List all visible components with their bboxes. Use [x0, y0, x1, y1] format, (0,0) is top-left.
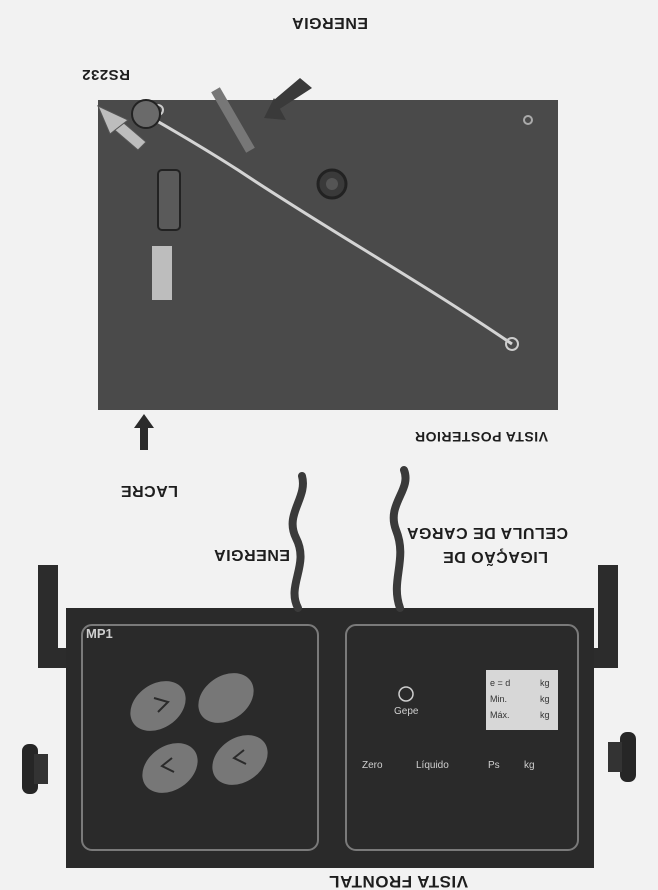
- arrow-energia-rear: [264, 78, 312, 120]
- logo-icon: [398, 686, 414, 702]
- load-cell-cable: [389, 466, 410, 612]
- logo-text: Gepe: [394, 706, 419, 717]
- label-rs232: RS232: [82, 66, 130, 83]
- left-knob-stem: [608, 742, 622, 772]
- indicator-ps: Ps: [488, 760, 500, 771]
- key-bottom-left: [198, 673, 254, 723]
- key-bottom-right: [130, 681, 186, 731]
- key-arrow-1: [232, 749, 247, 765]
- display-row-3: Máx.: [490, 710, 510, 720]
- energia-stripe: [211, 87, 255, 153]
- label-lacre: LACRE: [120, 482, 178, 499]
- indicator-kg: kg: [524, 760, 535, 771]
- key-arrow-2: [160, 757, 175, 773]
- seal-wire: [137, 108, 513, 346]
- screw-bottom-left: [523, 115, 533, 125]
- sticker-label: [152, 246, 172, 300]
- indicator-liquido: Líquido: [416, 760, 449, 771]
- label-vista-posterior: VISTA POSTERIOR: [414, 429, 548, 445]
- power-socket-inner: [326, 178, 338, 190]
- right-knob-stem: [34, 754, 48, 784]
- rs232-connector: [157, 169, 181, 231]
- indicator-zero: Zero: [362, 760, 383, 771]
- display-unit-1: kg: [540, 678, 550, 688]
- label-energia-top: ENERGIA: [292, 14, 368, 31]
- rear-panel: [98, 100, 558, 410]
- display-window: [486, 670, 558, 730]
- arrow-lacre: [134, 414, 154, 450]
- keypad-subpanel: [81, 624, 319, 851]
- display-subpanel: [345, 624, 579, 851]
- label-ligacao-1: LIGAÇÃO DE: [443, 548, 548, 568]
- label-energia-mid: ENERGIA: [214, 546, 290, 563]
- key-arrow-3: [153, 697, 170, 713]
- display-unit-3: kg: [540, 710, 550, 720]
- keypad-title: MP1: [86, 626, 113, 641]
- seal-knob: [131, 99, 161, 129]
- display-unit-2: kg: [540, 694, 550, 704]
- display-row-2: Min.: [490, 694, 507, 704]
- display-row-1: e = d: [490, 678, 510, 688]
- label-vista-frontal: VISTA FRONTAL: [329, 872, 468, 890]
- arrow-rs232: [97, 104, 147, 151]
- left-knob: [620, 732, 636, 782]
- key-top-right: [142, 743, 198, 793]
- screw-top-left: [505, 337, 519, 351]
- power-cable: [288, 472, 307, 612]
- front-housing: [66, 608, 594, 868]
- label-ligacao-2: CELULA DE CARGA: [406, 524, 568, 541]
